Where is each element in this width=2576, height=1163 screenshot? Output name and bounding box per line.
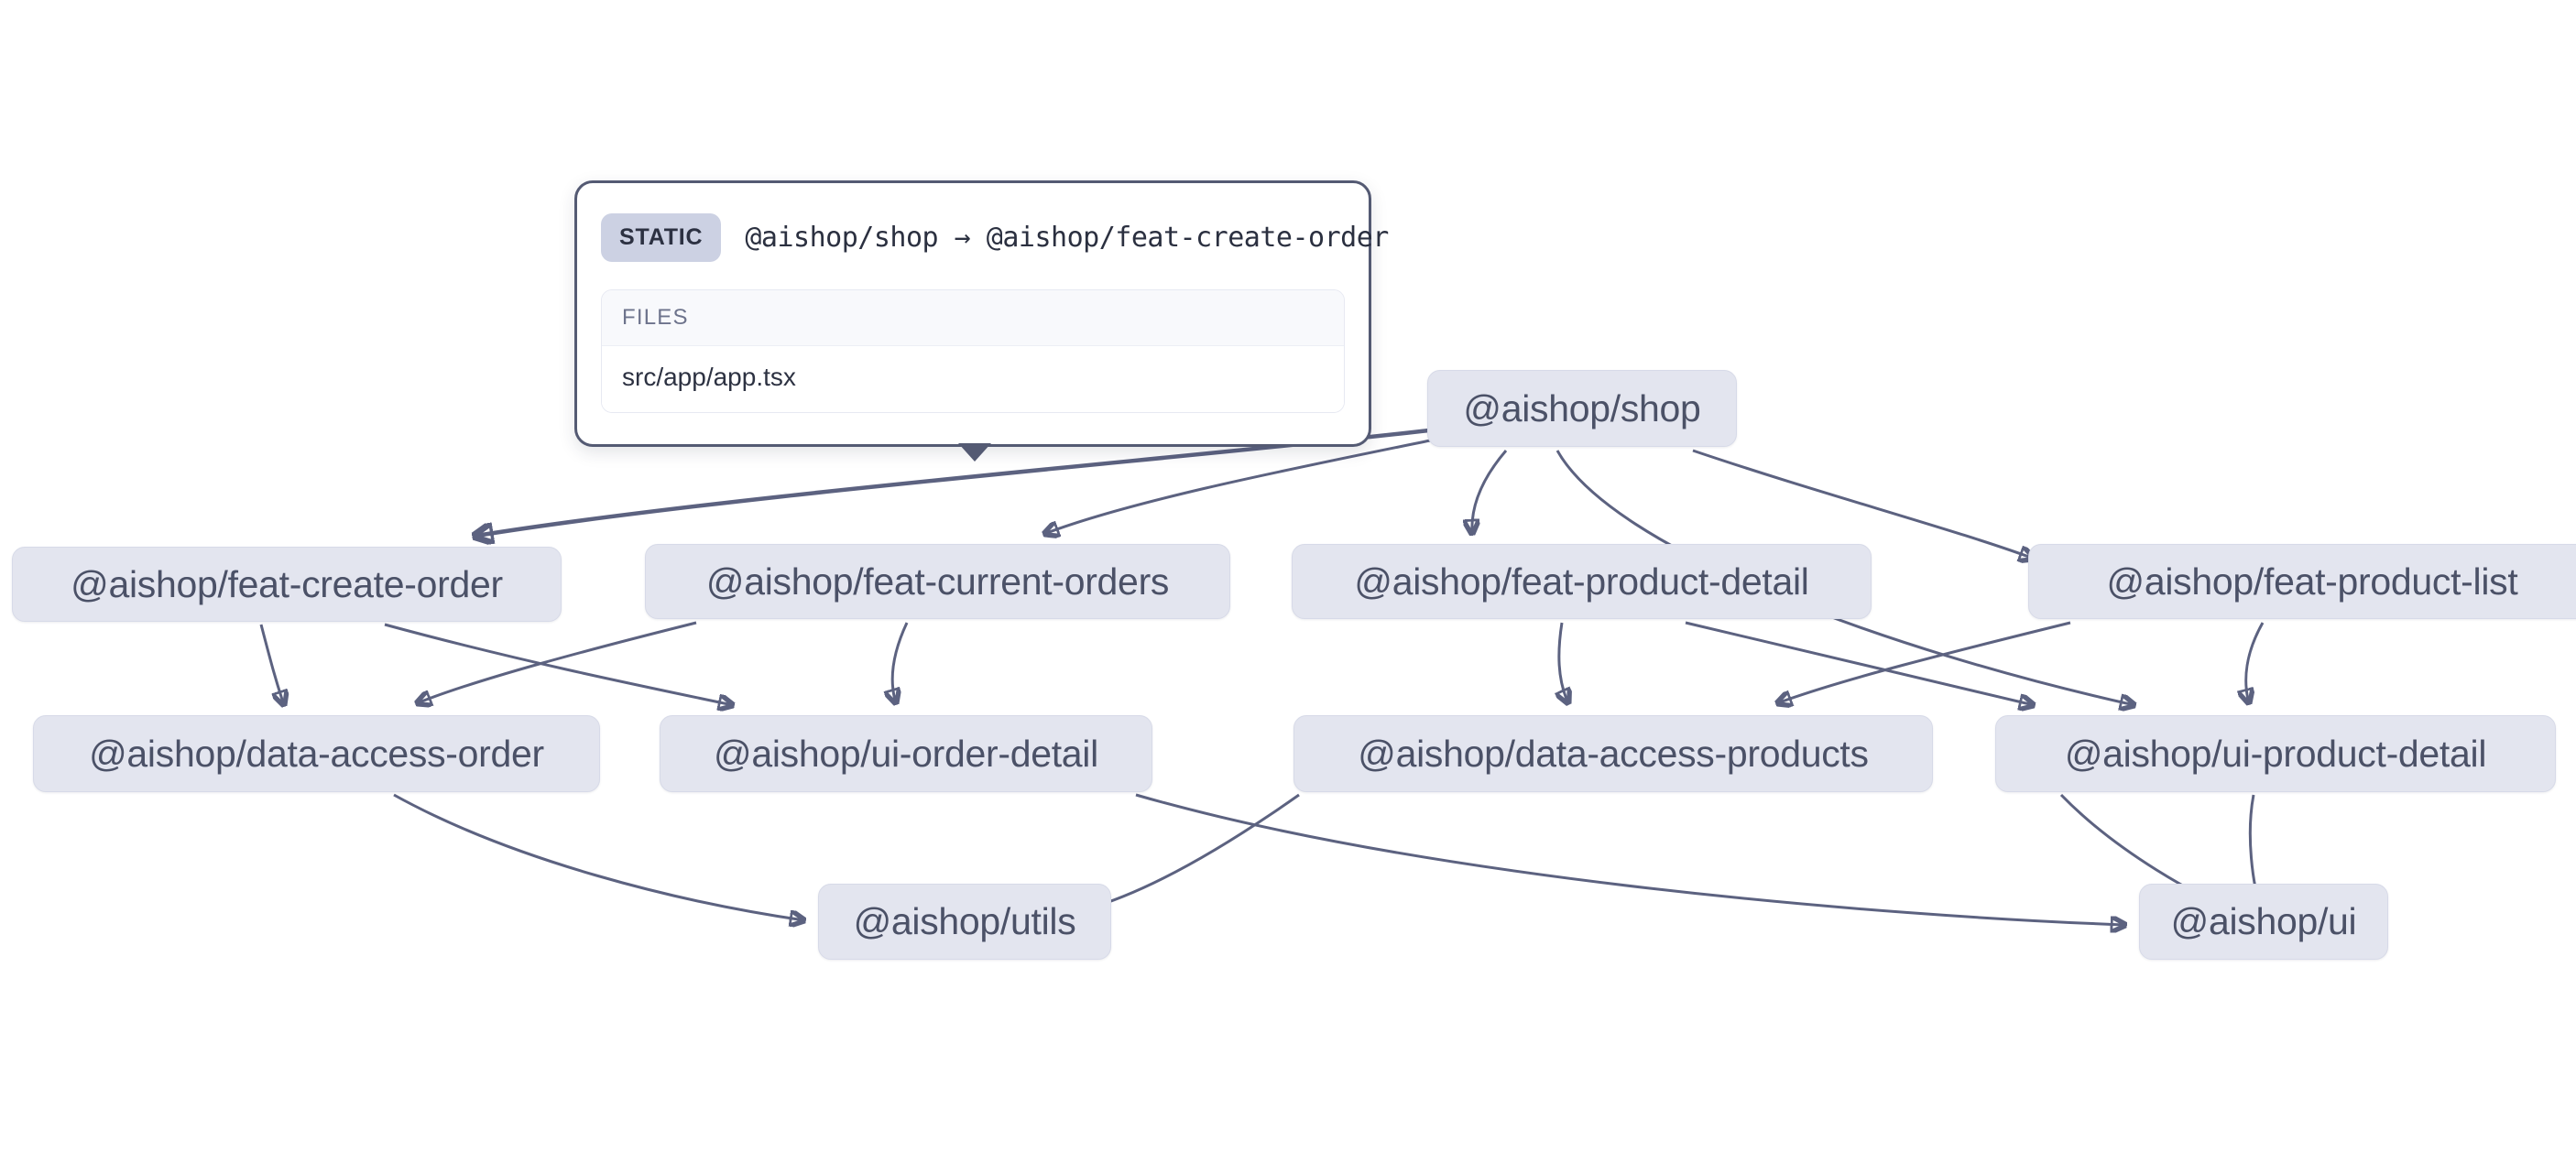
graph-node-label: @aishop/feat-product-list (2106, 560, 2518, 603)
graph-node-label: @aishop/utils (853, 900, 1076, 942)
graph-node-utils[interactable]: @aishop/utils (818, 884, 1111, 960)
graph-node-label: @aishop/ui-product-detail (2064, 732, 2487, 775)
graph-node-shop[interactable]: @aishop/shop (1427, 370, 1737, 447)
graph-node-data-access-order[interactable]: @aishop/data-access-order (33, 715, 600, 792)
graph-node-label: @aishop/data-access-products (1358, 732, 1869, 775)
graph-node-label: @aishop/ui (2170, 900, 2357, 942)
graph-node-ui-product-detail[interactable]: @aishop/ui-product-detail (1995, 715, 2556, 792)
edge-data-access-order-to-utils (393, 793, 804, 920)
graph-node-feat-create-order[interactable]: @aishop/feat-create-order (12, 547, 562, 622)
edge-detail-card-header: STATIC @aishop/shop → @aishop/feat-creat… (601, 205, 1389, 269)
edge-feat-product-detail-to-ui-product-detail (1685, 621, 2034, 705)
edge-feat-create-order-to-data-access-order (259, 624, 284, 705)
graph-node-label: @aishop/ui-order-detail (714, 732, 1098, 775)
edge-shop-to-feat-product-list (1692, 449, 2034, 559)
files-panel: FILES src/app/app.tsx (601, 289, 1345, 413)
edge-data-access-products-to-utils (1086, 793, 1300, 909)
edge-feat-product-detail-to-data-access-products (1559, 622, 1568, 703)
files-panel-header: FILES (602, 290, 1344, 346)
graph-node-label: @aishop/feat-product-detail (1354, 560, 1809, 603)
graph-node-ui[interactable]: @aishop/ui (2139, 884, 2388, 960)
edge-feat-current-orders-to-ui-order-detail (892, 622, 909, 703)
graph-node-data-access-products[interactable]: @aishop/data-access-products (1293, 715, 1933, 792)
edge-feat-product-list-to-data-access-products (1777, 621, 2071, 703)
graph-node-feat-product-list[interactable]: @aishop/feat-product-list (2028, 544, 2576, 619)
graph-node-ui-order-detail[interactable]: @aishop/ui-order-detail (660, 715, 1152, 792)
edge-feat-current-orders-to-data-access-order (417, 621, 697, 703)
edge-shop-to-feat-product-detail (1472, 450, 1508, 534)
graph-node-feat-product-detail[interactable]: @aishop/feat-product-detail (1292, 544, 1872, 619)
file-list-item[interactable]: src/app/app.tsx (602, 346, 1344, 412)
edge-feat-product-list-to-ui-product-detail (2246, 622, 2265, 703)
edge-detail-card-caret (958, 443, 991, 462)
edge-feat-create-order-to-ui-order-detail (384, 623, 733, 705)
graph-node-label: @aishop/feat-current-orders (705, 560, 1170, 603)
edge-detail-title: @aishop/shop → @aishop/feat-create-order (745, 221, 1389, 254)
edge-shop-to-feat-current-orders (1044, 438, 1435, 534)
graph-node-label: @aishop/data-access-order (89, 732, 544, 775)
graph-node-label: @aishop/feat-create-order (71, 562, 503, 605)
edge-ui-order-detail-to-ui (1135, 793, 2125, 925)
graph-node-label: @aishop/shop (1463, 386, 1701, 429)
graph-node-feat-current-orders[interactable]: @aishop/feat-current-orders (645, 544, 1230, 619)
dependency-type-badge: STATIC (601, 212, 722, 262)
edge-detail-card[interactable]: STATIC @aishop/shop → @aishop/feat-creat… (574, 180, 1389, 447)
